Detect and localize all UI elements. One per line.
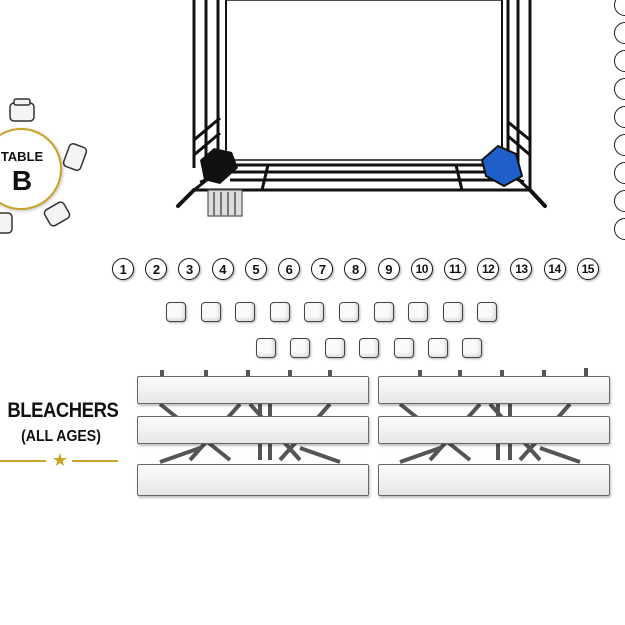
bleachers-title: BLEACHERS: [7, 399, 119, 422]
square-seat[interactable]: [290, 338, 311, 358]
table-b-letter: B: [11, 165, 33, 196]
seat-15[interactable]: 15: [576, 258, 599, 280]
seat-11[interactable]: 11: [444, 258, 466, 280]
table-b-label: TABLE: [0, 149, 44, 164]
seat-4[interactable]: 4: [211, 258, 234, 280]
square-seat[interactable]: [166, 302, 186, 322]
seat-1[interactable]: 1: [112, 258, 134, 280]
bleachers-subtitle: (ALL AGES): [21, 428, 101, 445]
square-seat[interactable]: [359, 338, 380, 358]
right-corner-pad: [480, 144, 524, 188]
square-seat[interactable]: [269, 302, 290, 322]
seat-6[interactable]: 6: [278, 258, 300, 280]
seat-12[interactable]: 12: [477, 258, 500, 280]
square-seat[interactable]: [442, 302, 463, 322]
boxing-ring: [176, 0, 547, 217]
seat-10[interactable]: 10: [410, 258, 433, 280]
bleacher-plank[interactable]: [137, 376, 369, 404]
seat-9[interactable]: 9: [377, 258, 400, 280]
square-seat[interactable]: [428, 338, 448, 358]
square-seat[interactable]: [339, 302, 359, 322]
square-seat[interactable]: [304, 302, 325, 322]
left-corner-pad: [200, 148, 238, 184]
square-seat[interactable]: [477, 302, 498, 322]
divider-left: [0, 460, 46, 462]
divider-right: [72, 460, 118, 462]
square-seat[interactable]: [462, 338, 483, 358]
square-seat[interactable]: [393, 338, 414, 358]
seat-3[interactable]: 3: [178, 258, 201, 280]
square-seat[interactable]: [235, 302, 256, 322]
seat-14[interactable]: 14: [543, 258, 566, 280]
seat-2[interactable]: 2: [145, 258, 168, 280]
bleacher-plank[interactable]: [378, 416, 610, 444]
square-seat[interactable]: [256, 338, 276, 358]
bleacher-plank[interactable]: [378, 464, 610, 496]
square-seat[interactable]: [200, 302, 221, 322]
bleacher-plank[interactable]: [378, 376, 610, 404]
table-b-chairs: [0, 98, 88, 234]
bleacher-plank[interactable]: [137, 464, 369, 496]
seat-13[interactable]: 13: [510, 258, 533, 280]
bleacher-plank[interactable]: [137, 416, 369, 444]
square-seat[interactable]: [408, 302, 429, 322]
star-icon: ★: [51, 450, 69, 470]
table-b[interactable]: [0, 128, 62, 210]
ring-canvas: [225, 0, 503, 161]
seat-5[interactable]: 5: [244, 258, 267, 280]
square-seat[interactable]: [373, 302, 394, 322]
seat-7[interactable]: 7: [311, 258, 334, 280]
seat-8[interactable]: 8: [344, 258, 367, 280]
square-seat[interactable]: [324, 338, 345, 358]
